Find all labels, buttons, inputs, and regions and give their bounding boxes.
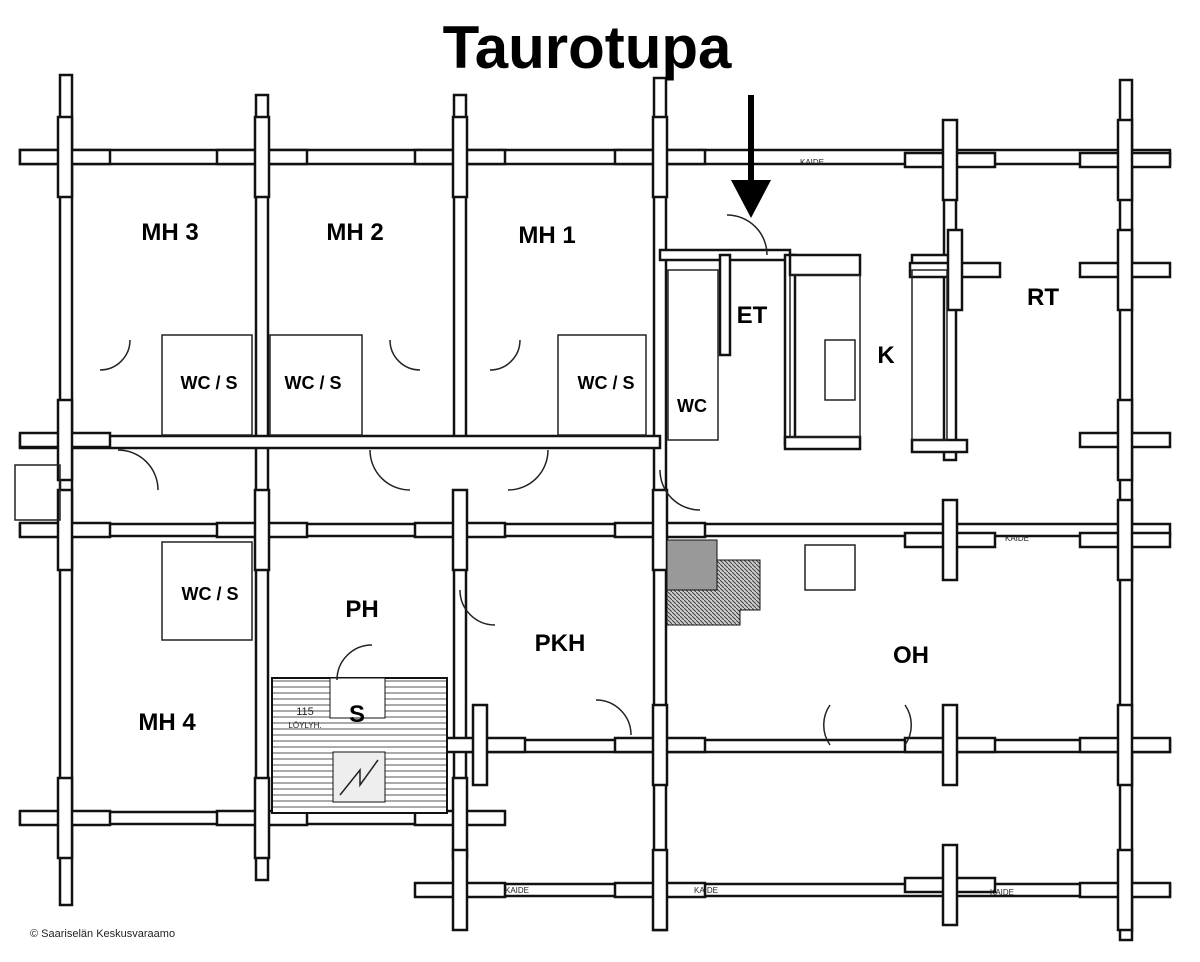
log-posts (18, 115, 1172, 932)
room-wcs-mh4: WC / S (182, 584, 239, 604)
log-post (1116, 498, 1134, 582)
fireplace (666, 539, 718, 591)
log-post (56, 398, 74, 482)
log-post (946, 228, 964, 312)
room-wcs-mh3: WC / S (181, 373, 238, 393)
log-post (941, 703, 959, 787)
log-post (56, 776, 74, 860)
door (99, 339, 131, 371)
kaide-label: KAIDE (505, 886, 529, 895)
door (595, 699, 632, 736)
double-door (823, 704, 912, 746)
log-post (651, 488, 669, 572)
log-post (56, 488, 74, 572)
copyright: © Saariselän Keskusvaraamo (30, 928, 176, 940)
wall (783, 435, 862, 451)
wall (18, 522, 1172, 538)
sauna-door-area (329, 677, 386, 719)
door (117, 449, 159, 491)
log-post (253, 776, 271, 860)
sauna-note-text: LÖYLYH. (288, 721, 321, 730)
log-post (451, 488, 469, 572)
room-k: K (877, 342, 895, 369)
log-post (253, 488, 271, 572)
bathroom-mh1 (557, 334, 647, 436)
entry-porch (14, 464, 61, 521)
fixtures (14, 214, 948, 814)
log-post (1116, 118, 1134, 202)
door (459, 589, 496, 626)
log-post (941, 843, 959, 927)
wall (428, 882, 1172, 898)
room-oh: OH (893, 642, 929, 669)
room-ph: PH (345, 596, 378, 623)
stove-symbol (339, 759, 379, 796)
kitchen-counter-2 (911, 269, 948, 441)
kaide-label: KAIDE (1005, 534, 1029, 543)
log-post (451, 776, 469, 860)
arrow-down-icon (731, 95, 771, 218)
wall (18, 148, 1172, 166)
log-post (56, 115, 74, 199)
log-post (651, 703, 669, 787)
kitchen-wall (788, 253, 862, 277)
log-post (1116, 703, 1134, 787)
room-mh4: MH 4 (138, 709, 196, 736)
room-wc: WC (677, 396, 707, 416)
log-post (651, 115, 669, 199)
room-wcs-mh1: WC / S (578, 373, 635, 393)
kaide-label: KAIDE (990, 888, 1014, 897)
room-mh3: MH 3 (141, 219, 198, 246)
entrance-door (726, 214, 768, 256)
walls (18, 73, 1172, 942)
log-post (451, 848, 469, 932)
log-post (941, 118, 959, 202)
log-post (471, 703, 489, 787)
log-post (1116, 848, 1134, 932)
kaide-label: KAIDE (800, 158, 824, 167)
door (389, 339, 421, 371)
door (507, 449, 549, 491)
bathroom-mh2 (269, 334, 363, 436)
door (659, 469, 701, 511)
sauna-note-number: 115 (296, 706, 314, 718)
log-post (1116, 398, 1134, 482)
wall (718, 253, 732, 357)
wall (910, 438, 969, 454)
room-wcs-mh2: WC / S (285, 373, 342, 393)
sink (824, 339, 856, 401)
log-post (941, 498, 959, 582)
bathroom-mh4 (161, 541, 253, 641)
plan-title: Taurotupa (443, 14, 732, 81)
door (489, 339, 521, 371)
sauna-door (336, 644, 373, 681)
fireplace-hearth (666, 559, 761, 626)
room-mh2: MH 2 (326, 219, 383, 246)
room-s: S (349, 701, 365, 728)
room-pkh: PKH (535, 630, 586, 657)
log-post (451, 115, 469, 199)
wall (464, 738, 1172, 754)
kitchen-counter (789, 274, 861, 438)
door (369, 449, 411, 491)
wc-room (667, 269, 719, 441)
steps (804, 544, 856, 591)
log-post (651, 848, 669, 932)
kaide-label: KAIDE (694, 886, 718, 895)
log-post (1116, 228, 1134, 312)
wall (254, 93, 270, 882)
log-post (253, 115, 271, 199)
room-rt: RT (1027, 284, 1059, 311)
room-mh1: MH 1 (518, 222, 575, 249)
room-et: ET (737, 302, 768, 329)
bathroom-mh3 (161, 334, 253, 436)
wall (18, 434, 662, 450)
